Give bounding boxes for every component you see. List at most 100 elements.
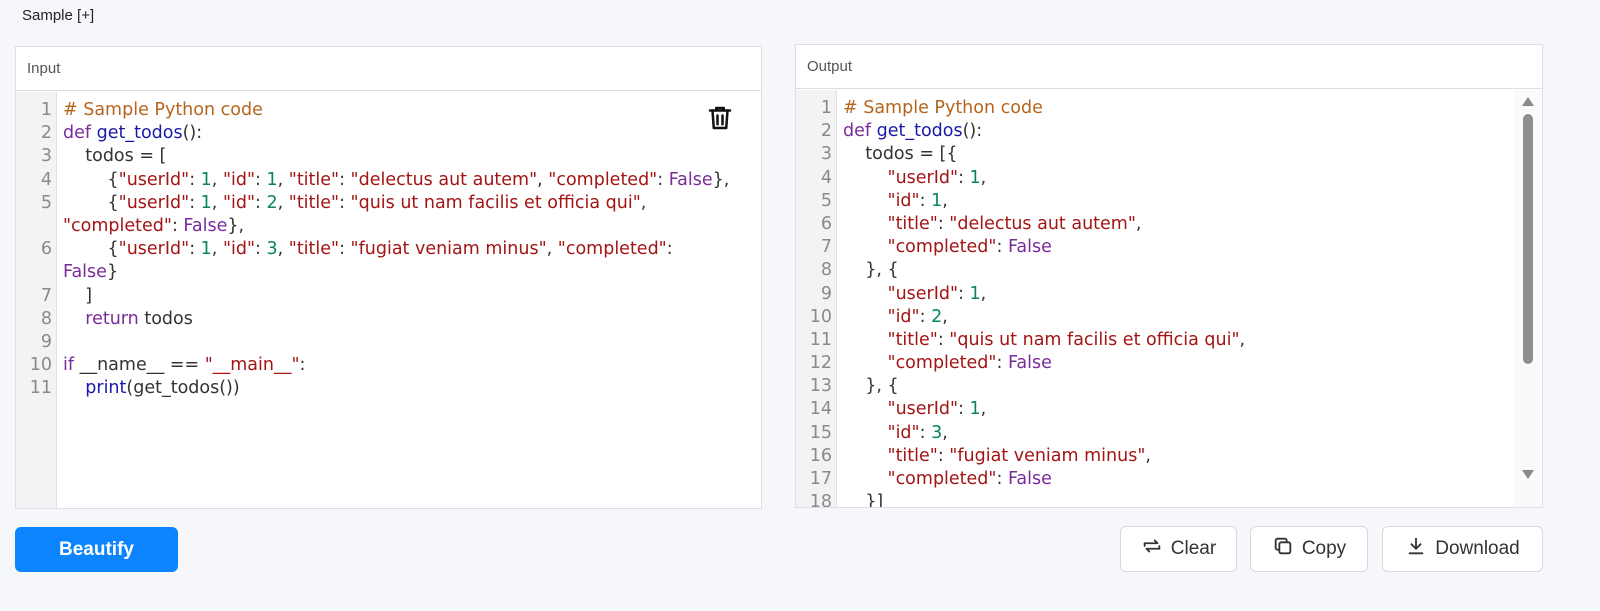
code-token: "__main__" bbox=[204, 355, 300, 376]
code-token: , bbox=[942, 422, 948, 443]
code-token: "id" bbox=[887, 190, 920, 211]
input-panel-header: Input bbox=[16, 47, 761, 91]
code-token: : bbox=[958, 399, 970, 420]
line-number: 10 bbox=[29, 355, 52, 376]
code-token: 2 bbox=[266, 192, 278, 213]
code-token: : bbox=[958, 283, 970, 304]
line-number: 3 bbox=[40, 146, 52, 167]
code-token bbox=[843, 284, 888, 304]
trash-icon[interactable] bbox=[705, 102, 735, 134]
code-token: "delectus aut autem" bbox=[949, 213, 1136, 234]
copy-icon bbox=[1272, 535, 1294, 563]
code-token: , bbox=[980, 283, 987, 304]
line-number: 8 bbox=[40, 308, 52, 329]
code-line: def get_todos(): bbox=[843, 120, 1542, 143]
scroll-thumb[interactable] bbox=[1523, 114, 1533, 364]
output-scrollbar[interactable] bbox=[1514, 90, 1542, 507]
code-token bbox=[843, 214, 888, 234]
code-token: , bbox=[980, 399, 987, 420]
code-token: : bbox=[919, 422, 932, 443]
code-token: "title" bbox=[887, 445, 938, 466]
code-token: : bbox=[919, 190, 932, 211]
code-line: "title": "quis ut nam facilis et officia… bbox=[843, 329, 1542, 352]
code-token: : bbox=[339, 239, 351, 260]
code-token: , bbox=[277, 239, 289, 260]
code-token: if bbox=[63, 355, 80, 376]
code-token: : bbox=[189, 192, 201, 213]
line-number bbox=[16, 261, 56, 284]
beautify-button[interactable]: Beautify bbox=[15, 527, 178, 572]
line-number: 5 bbox=[820, 190, 832, 211]
code-token: , bbox=[980, 167, 987, 188]
line-number: 11 bbox=[809, 329, 832, 350]
code-token: 1 bbox=[266, 169, 278, 190]
code-line: "title": "fugiat veniam minus", bbox=[843, 445, 1542, 468]
code-token: "title" bbox=[887, 329, 938, 350]
copy-button[interactable]: Copy bbox=[1250, 526, 1368, 572]
code-token: "fugiat veniam minus" bbox=[350, 239, 547, 260]
code-line: "userId": 1, bbox=[843, 283, 1542, 306]
code-token: "userId" bbox=[118, 169, 190, 190]
line-number bbox=[16, 215, 56, 238]
code-line: "completed": False}, bbox=[63, 215, 761, 238]
code-line: {"userId": 1, "id": 3, "title": "fugiat … bbox=[63, 238, 761, 261]
code-token: , bbox=[546, 239, 558, 260]
code-token: todos = [{ bbox=[843, 144, 958, 165]
code-token: }, bbox=[712, 169, 730, 190]
code-token bbox=[843, 423, 888, 443]
code-token bbox=[843, 399, 888, 419]
code-token: : bbox=[937, 213, 950, 234]
code-token: def bbox=[843, 121, 877, 142]
code-token: { bbox=[63, 192, 119, 213]
code-token: 3 bbox=[931, 422, 943, 443]
clear-button[interactable]: Clear bbox=[1120, 526, 1237, 572]
code-token: 1 bbox=[200, 192, 212, 213]
code-token: 1 bbox=[969, 167, 981, 188]
code-token: : bbox=[937, 329, 950, 350]
code-token: : bbox=[339, 192, 351, 213]
sample-link[interactable]: Sample [+] bbox=[22, 7, 95, 24]
line-number: 6 bbox=[40, 239, 52, 260]
code-token: "title" bbox=[288, 169, 340, 190]
line-number: 12 bbox=[809, 353, 832, 374]
code-token bbox=[843, 168, 888, 188]
code-line: ] bbox=[63, 285, 761, 308]
code-token: ] bbox=[63, 285, 93, 306]
code-token bbox=[843, 330, 888, 350]
code-token: : bbox=[255, 192, 267, 213]
line-number: 18 bbox=[809, 492, 832, 507]
line-number: 4 bbox=[820, 167, 832, 188]
line-number: 11 bbox=[29, 378, 52, 399]
code-token: False bbox=[1007, 469, 1052, 489]
line-number: 1 bbox=[820, 98, 832, 118]
code-token: return bbox=[85, 308, 139, 329]
code-token: (): bbox=[962, 121, 983, 142]
code-line: todos = [{ bbox=[843, 143, 1542, 166]
scroll-up-arrow-icon[interactable] bbox=[1522, 97, 1534, 106]
code-token: (): bbox=[182, 123, 203, 144]
code-token: False bbox=[668, 169, 713, 190]
code-token: 1 bbox=[969, 399, 981, 420]
code-token bbox=[843, 307, 888, 327]
download-button[interactable]: Download bbox=[1382, 526, 1543, 572]
code-line: {"userId": 1, "id": 2, "title": "quis ut… bbox=[63, 192, 761, 215]
code-token: "userId" bbox=[887, 167, 959, 188]
code-line: "id": 3, bbox=[843, 422, 1542, 445]
code-token: "completed" bbox=[548, 169, 658, 190]
code-line: # Sample Python code bbox=[843, 97, 1542, 120]
line-number: 8 bbox=[820, 260, 832, 281]
code-token: }, { bbox=[843, 376, 899, 397]
code-line: }] bbox=[843, 491, 1542, 507]
line-number: 16 bbox=[809, 445, 832, 466]
line-number: 6 bbox=[820, 213, 832, 234]
code-line: }, { bbox=[843, 259, 1542, 282]
refresh-icon bbox=[1141, 535, 1163, 563]
scroll-down-arrow-icon[interactable] bbox=[1522, 470, 1534, 479]
line-number: 9 bbox=[820, 283, 832, 304]
code-token: print bbox=[85, 378, 127, 399]
code-token: False bbox=[183, 215, 228, 236]
